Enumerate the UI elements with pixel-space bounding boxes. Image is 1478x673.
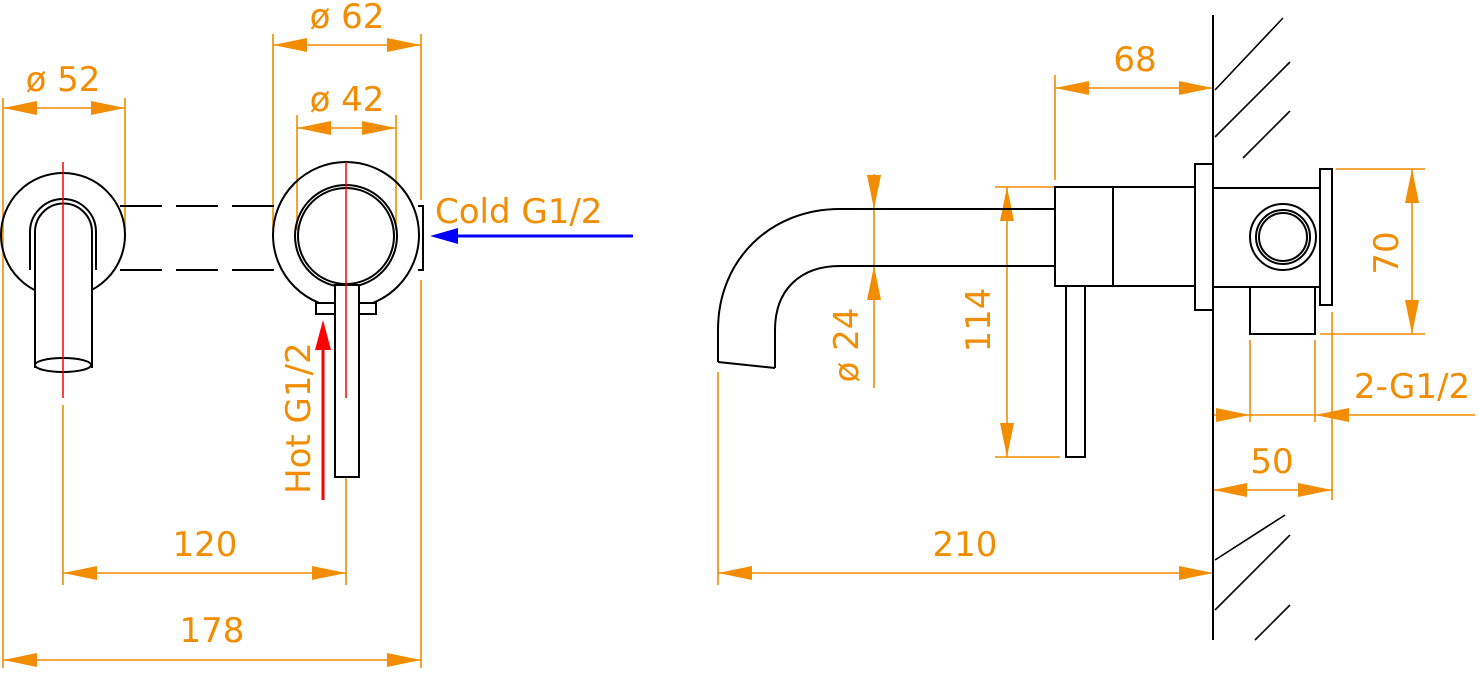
dimension-arrowhead [1298, 483, 1332, 497]
dimension-arrowhead [63, 566, 97, 580]
dim-114: 114 [959, 288, 999, 353]
dimension-arrowhead [1000, 423, 1014, 457]
hot-arrowhead [315, 320, 331, 350]
dimension-lines [3, 38, 1475, 667]
dimension-arrowhead [1179, 566, 1213, 580]
valve-lever [334, 284, 360, 478]
dim-d62: ø 62 [310, 0, 385, 37]
dimension-arrowhead [273, 38, 307, 52]
dimension-arrowhead [718, 566, 752, 580]
side-view-body [1054, 163, 1333, 458]
dim-2-g12: 2-G1/2 [1354, 367, 1470, 407]
cold-label: Cold G1/2 [435, 192, 602, 232]
dim-d52: ø 52 [26, 60, 101, 100]
dimension-arrowhead [1055, 81, 1089, 95]
dimension-arrowhead [1315, 408, 1349, 422]
dimension-arrowhead [1179, 81, 1213, 95]
dimension-arrowhead [867, 266, 881, 300]
dimension-arrowhead [867, 175, 881, 209]
dim-210: 210 [933, 525, 998, 565]
dimension-arrowhead [387, 38, 421, 52]
dim-70: 70 [1367, 231, 1407, 274]
dim-d24: ø 24 [827, 308, 867, 383]
dim-50: 50 [1250, 442, 1293, 482]
wall [1212, 15, 1291, 641]
connecting-pipe-hidden [120, 205, 278, 271]
dimension-arrowhead [91, 101, 125, 115]
dimension-arrowhead [1405, 300, 1419, 334]
dim-68: 68 [1113, 40, 1156, 80]
dimension-arrowhead [312, 566, 346, 580]
side-lever [1065, 285, 1086, 458]
dimension-arrowhead [1405, 169, 1419, 203]
dim-d42: ø 42 [310, 80, 385, 120]
dim-120: 120 [173, 525, 238, 565]
dimension-arrowhead [3, 101, 37, 115]
extension-lines [2, 34, 1425, 668]
dimension-arrowhead [387, 653, 421, 667]
dimension-arrowhead [297, 121, 331, 135]
side-view-spout [717, 208, 1055, 369]
dimension-arrowhead [3, 653, 37, 667]
hot-label: Hot G1/2 [279, 342, 319, 494]
dimension-arrowhead [1216, 408, 1250, 422]
dim-178: 178 [180, 611, 245, 651]
dimension-arrowhead [362, 121, 396, 135]
flange [1194, 163, 1214, 311]
dimension-arrowhead [1213, 483, 1247, 497]
dimension-arrowhead [1000, 187, 1014, 221]
cold-arrowhead [430, 228, 458, 244]
